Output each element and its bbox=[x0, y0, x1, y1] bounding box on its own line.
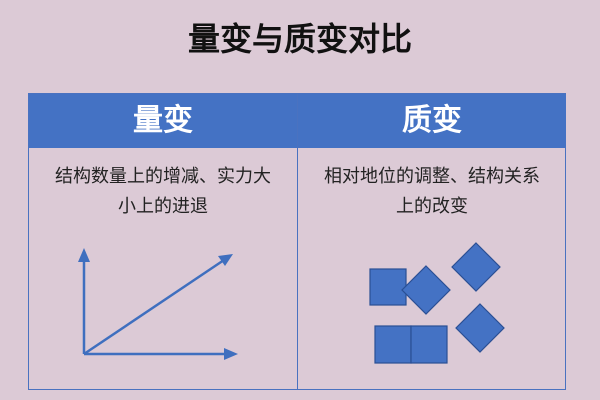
comparison-table: 量变 结构数量上的增减、实力大小上的进退 质变 相对地位的调整、结构关系上的改变 bbox=[28, 93, 566, 390]
diamond-shape bbox=[401, 265, 451, 315]
diamond-shape bbox=[455, 303, 505, 353]
column-description: 结构数量上的增减、实力大小上的进退 bbox=[55, 166, 271, 217]
square-shape bbox=[369, 268, 407, 306]
column-quantitative-change: 量变 结构数量上的增减、实力大小上的进退 bbox=[29, 94, 298, 389]
growth-line bbox=[83, 258, 225, 356]
y-axis-arrowhead bbox=[78, 248, 90, 262]
x-axis-arrowhead bbox=[224, 348, 238, 360]
rearranged-shapes-icon bbox=[369, 242, 505, 364]
page-title: 量变与质变对比 bbox=[187, 20, 412, 58]
growth-arrowhead bbox=[218, 254, 233, 266]
growth-arrow-chart-icon bbox=[78, 248, 238, 360]
square-shape bbox=[374, 325, 412, 364]
diamond-shape bbox=[451, 242, 501, 292]
column-heading: 量变 bbox=[29, 94, 297, 148]
square-shape bbox=[410, 325, 448, 364]
column-heading: 质变 bbox=[298, 94, 566, 148]
column-qualitative-change: 质变 相对地位的调整、结构关系上的改变 bbox=[298, 94, 566, 389]
column-description: 相对地位的调整、结构关系上的改变 bbox=[324, 166, 540, 217]
